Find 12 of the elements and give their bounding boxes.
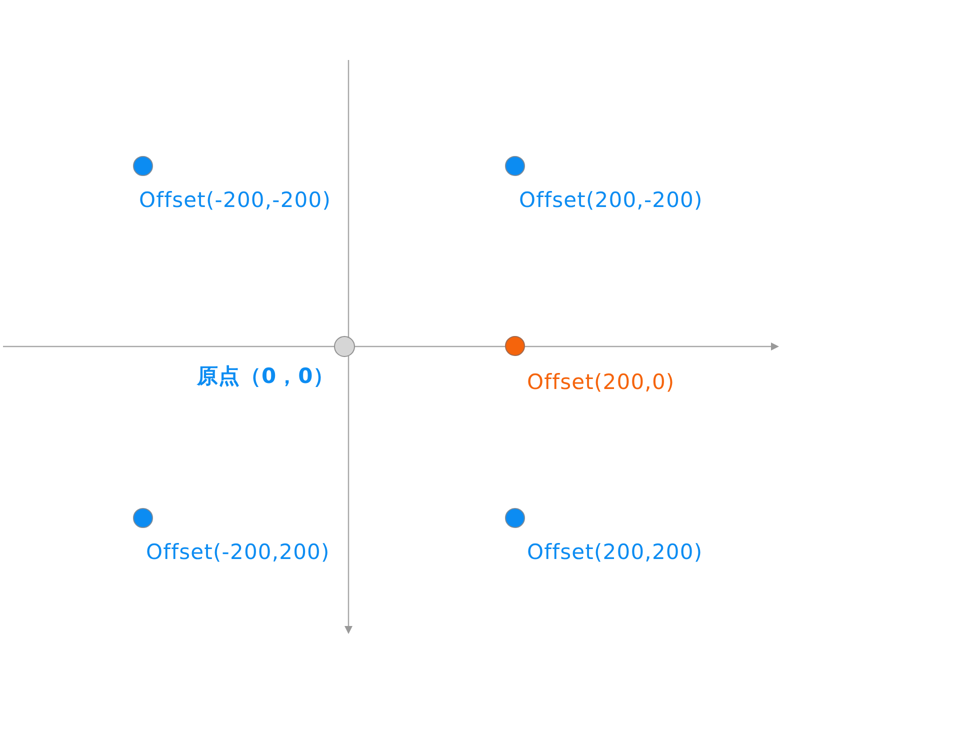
coordinate-label: Offset(-200,-200)	[139, 188, 331, 212]
coordinate-label: Offset(-200,200)	[146, 540, 330, 564]
point-dot	[505, 336, 525, 356]
coordinate-label: Offset(200,-200)	[519, 188, 703, 212]
origin-dot	[334, 336, 354, 356]
point-dot	[133, 156, 153, 176]
point-dot	[505, 508, 525, 528]
coordinate-label: Offset(200,0)	[527, 370, 675, 394]
coordinate-label: 原点（0，0）	[197, 364, 335, 388]
point-dot	[133, 508, 153, 528]
coordinate-label: Offset(200,200)	[527, 540, 703, 564]
point-dot	[505, 156, 525, 176]
